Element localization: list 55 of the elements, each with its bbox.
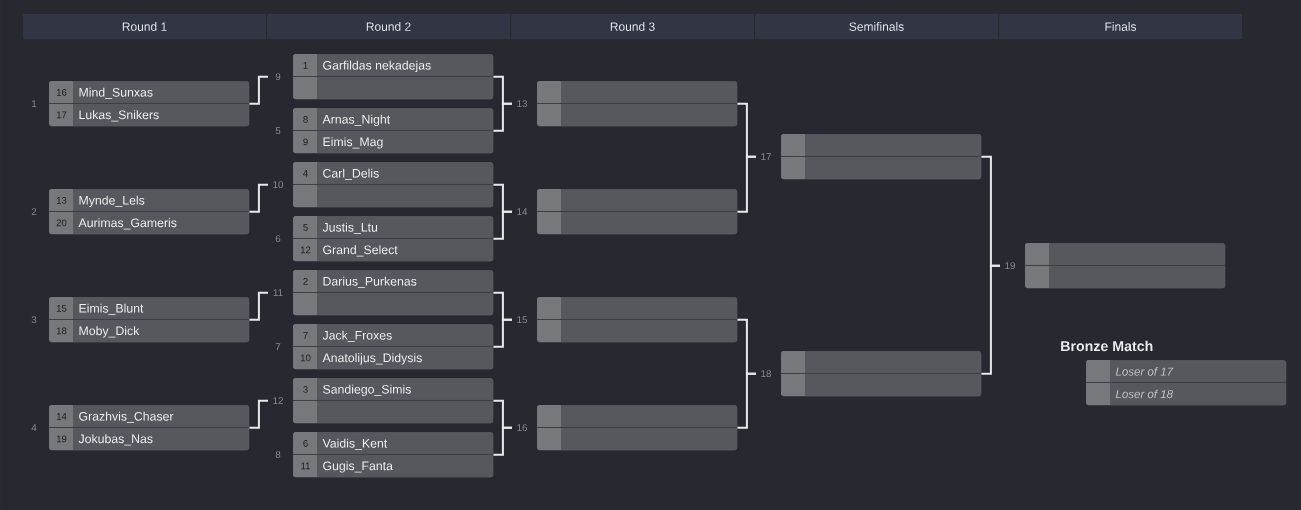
player-name: Grazhvis_Chaser	[79, 411, 174, 423]
player-name: Anatolijus_Didysis	[322, 353, 422, 365]
column-header: Round 3	[511, 14, 754, 39]
match-number: 6	[275, 235, 281, 243]
seed-cell: 13	[49, 189, 73, 212]
player-name: Grand_Select	[323, 245, 398, 257]
player-name: Darius_Purkenas	[323, 276, 417, 288]
player-name: Loser of 17	[1115, 367, 1174, 376]
match-number: 5	[275, 127, 281, 135]
player-name: Eimis_Blunt	[79, 303, 144, 315]
player-name: Moby_Dick	[79, 326, 140, 338]
seed-cell: 18	[49, 319, 73, 342]
player-name: Aurimas_Gameris	[78, 218, 177, 230]
match-number: 1	[32, 100, 37, 107]
seed-cell: 11	[293, 454, 317, 477]
player-name: Loser of 18	[1115, 389, 1173, 399]
match-number: 16	[517, 424, 528, 432]
seed-cell: 19	[49, 427, 73, 450]
seed-cell: 12	[293, 238, 317, 261]
match-number: 3	[31, 316, 37, 324]
seed-cell: 15	[49, 297, 73, 320]
seed-cell: 3	[293, 378, 317, 401]
column-header: Round 2	[267, 14, 510, 39]
match-number: 13	[517, 100, 528, 108]
seed-cell: 14	[49, 405, 73, 428]
player-name: Jack_Froxes	[322, 330, 392, 342]
match-number: 15	[517, 316, 528, 324]
player-name: Vaidis_Kent	[322, 438, 388, 450]
match-number: 4	[31, 424, 37, 431]
seed-cell: 2	[293, 270, 317, 293]
seed-cell: 20	[49, 211, 73, 234]
column-header: Semifinals	[755, 14, 998, 39]
match-number: 19	[1005, 262, 1015, 270]
seed-cell: 10	[293, 346, 317, 369]
match-number: 8	[275, 451, 281, 459]
player-name: Sandiego_Simis	[323, 384, 411, 397]
seed-cell: 5	[293, 216, 317, 239]
match-number: 7	[275, 343, 281, 350]
player-name: Gugis_Fanta	[323, 461, 393, 473]
match-number: 11	[273, 289, 283, 296]
player-name: Justis_Ltu	[322, 222, 378, 234]
match-number: 18	[761, 370, 771, 378]
match-number: 10	[273, 181, 284, 189]
match-number: 9	[275, 73, 281, 81]
seed-cell: 6	[293, 432, 317, 455]
match-number: 14	[517, 208, 528, 215]
match-number: 17	[761, 153, 771, 160]
match-number: 2	[31, 208, 37, 215]
column-header: Round 1	[23, 14, 266, 39]
player-name: Jokubas_Nas	[78, 434, 153, 446]
column-header: Finals	[999, 14, 1242, 39]
section-heading: Bronze Match	[1061, 340, 1153, 352]
seed-cell: 7	[293, 324, 317, 347]
player-name: Mynde_Lels	[79, 195, 145, 208]
match-number: 12	[273, 397, 283, 404]
